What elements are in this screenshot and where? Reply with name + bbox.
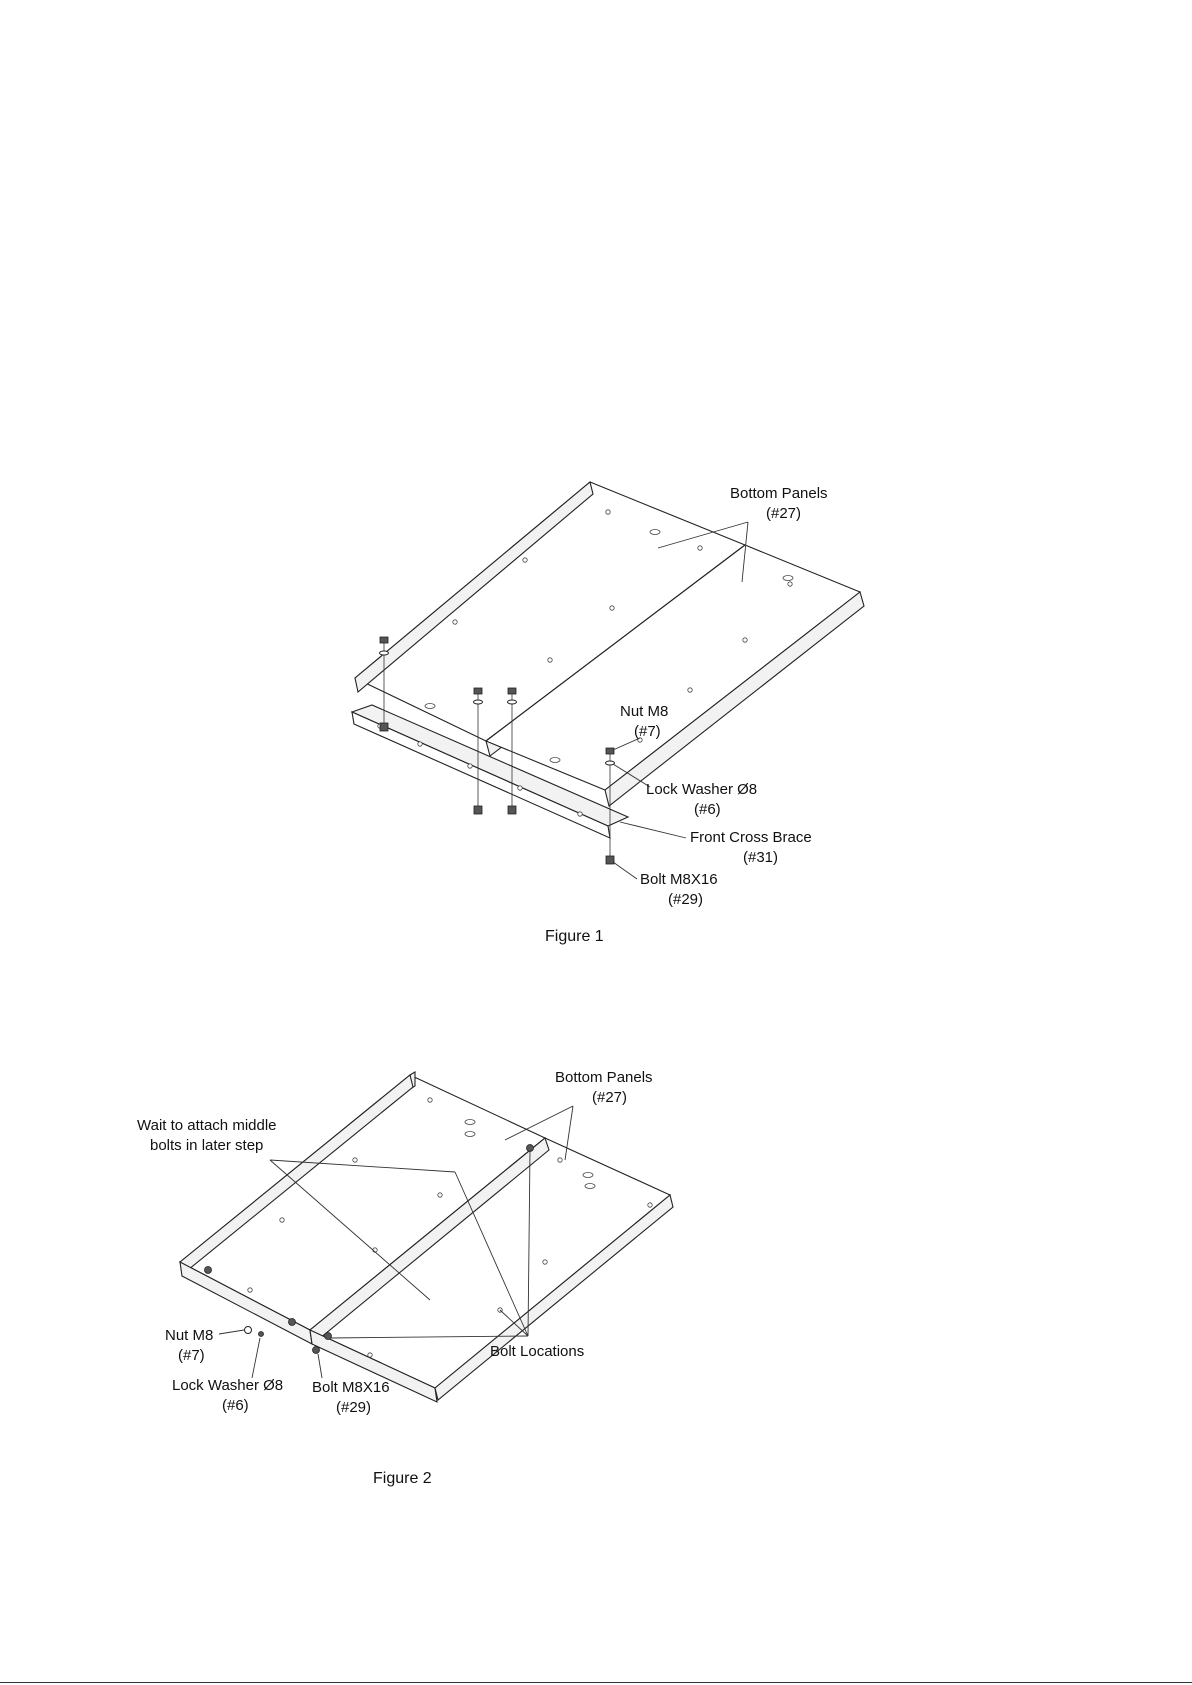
figure1-washer-number: (#6) bbox=[694, 801, 721, 818]
figure1-label-brace: Front Cross Brace (#31) bbox=[690, 829, 812, 866]
figure2-wait-line1: Wait to attach middle bbox=[137, 1117, 277, 1134]
figure1-nut-number: (#7) bbox=[634, 723, 661, 740]
figure2-bolt-locations: Bolt Locations bbox=[490, 1343, 584, 1360]
figure2-bolt-name: Bolt M8X16 bbox=[312, 1379, 390, 1396]
figure1-bolt-number: (#29) bbox=[668, 891, 703, 908]
figure1-bottom-panels-number: (#27) bbox=[766, 505, 801, 522]
figure-1: Bottom Panels (#27) Nut M8 (#7) Lock Was… bbox=[352, 482, 864, 945]
figure1-brace-name: Front Cross Brace bbox=[690, 829, 812, 846]
figure2-label-bolt: Bolt M8X16 (#29) bbox=[312, 1379, 390, 1416]
figure2-label-washer: Lock Washer Ø8 (#6) bbox=[172, 1377, 283, 1414]
figure1-label-washer: Lock Washer Ø8 (#6) bbox=[646, 781, 757, 818]
figure1-washer-name: Lock Washer Ø8 bbox=[646, 781, 757, 798]
figure1-label-bolt: Bolt M8X16 (#29) bbox=[640, 871, 718, 908]
figure1-brace-number: (#31) bbox=[743, 849, 778, 866]
figure-2: Bottom Panels (#27) Wait to attach middl… bbox=[137, 1069, 673, 1487]
figure1-label-bottom-panels: Bottom Panels (#27) bbox=[730, 485, 828, 522]
figure2-nut-name: Nut M8 bbox=[165, 1327, 213, 1344]
figure2-label-nut: Nut M8 (#7) bbox=[165, 1327, 213, 1364]
figure2-washer-name: Lock Washer Ø8 bbox=[172, 1377, 283, 1394]
figure2-caption: Figure 2 bbox=[373, 1470, 432, 1487]
page-bottom-rule bbox=[0, 1682, 1192, 1683]
figure2-label-wait: Wait to attach middle bolts in later ste… bbox=[137, 1117, 277, 1154]
figure1-bolt-name: Bolt M8X16 bbox=[640, 871, 718, 888]
figure2-wait-line2: bolts in later step bbox=[150, 1137, 263, 1154]
figure2-bottom-panels-number: (#27) bbox=[592, 1089, 627, 1106]
figure1-caption: Figure 1 bbox=[545, 928, 604, 945]
figure2-washer-number: (#6) bbox=[222, 1397, 249, 1414]
figure2-bottom-panels-name: Bottom Panels bbox=[555, 1069, 653, 1086]
figure2-bolt-number: (#29) bbox=[336, 1399, 371, 1416]
figure1-bottom-panels-name: Bottom Panels bbox=[730, 485, 828, 502]
figure1-nut-name: Nut M8 bbox=[620, 703, 668, 720]
figure2-label-bottom-panels: Bottom Panels (#27) bbox=[555, 1069, 653, 1106]
figure2-nut-number: (#7) bbox=[178, 1347, 205, 1364]
